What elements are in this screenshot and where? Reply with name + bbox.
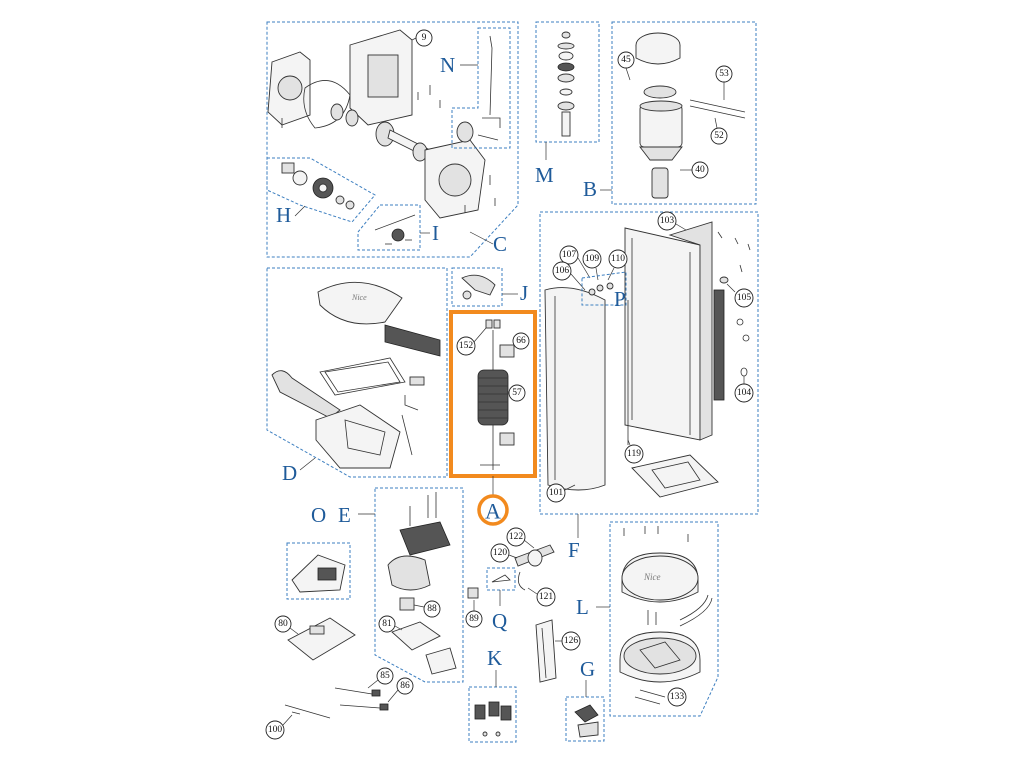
group-label-j: J <box>520 281 528 305</box>
svg-text:85: 85 <box>380 671 390 681</box>
svg-text:126: 126 <box>564 636 579 646</box>
group-a[interactable]: 152 66 57 A <box>449 310 537 526</box>
callout-88[interactable]: 88 <box>413 600 441 618</box>
svg-text:9: 9 <box>422 33 427 43</box>
svg-text:52: 52 <box>714 131 724 141</box>
group-b[interactable]: 45 53 52 40 B <box>583 21 757 205</box>
housing-logo: Nice <box>643 572 661 582</box>
callout-110[interactable]: 110 <box>607 249 628 281</box>
group-e[interactable]: 88 81 E <box>338 487 464 683</box>
callout-86[interactable]: 86 <box>387 677 414 703</box>
callout-40[interactable]: 40 <box>680 161 709 179</box>
group-label-c: C <box>493 232 507 256</box>
callout-133[interactable]: 133 <box>667 687 687 707</box>
callout-107[interactable]: 107 <box>559 245 591 279</box>
svg-text:104: 104 <box>737 388 752 398</box>
group-m[interactable]: M <box>535 21 600 187</box>
group-l[interactable]: Nice 133 L <box>576 521 719 717</box>
group-label-h: H <box>276 203 291 227</box>
callout-57[interactable]: 57 <box>508 384 526 402</box>
callout-101[interactable]: 101 <box>546 483 576 503</box>
group-label-i: I <box>432 221 439 245</box>
svg-text:107: 107 <box>562 250 577 260</box>
group-label-o: O <box>311 503 326 527</box>
group-f[interactable]: 103 107 109 110 106 105 <box>539 211 759 562</box>
svg-text:119: 119 <box>627 449 641 459</box>
svg-text:133: 133 <box>670 692 685 702</box>
svg-text:121: 121 <box>539 592 554 602</box>
svg-text:45: 45 <box>621 55 631 65</box>
group-o[interactable]: O <box>286 503 351 600</box>
group-label-a: A <box>485 499 501 524</box>
callout-120[interactable]: 120 <box>490 543 518 563</box>
group-label-n: N <box>440 53 455 77</box>
callout-104[interactable]: 104 <box>734 376 754 403</box>
svg-text:109: 109 <box>585 254 600 264</box>
callout-45[interactable]: 45 <box>617 51 635 81</box>
svg-text:86: 86 <box>400 681 410 691</box>
group-label-p: P <box>614 287 626 311</box>
highlight-circle-a <box>477 494 509 526</box>
svg-text:53: 53 <box>719 69 729 79</box>
callout-152[interactable]: 152 <box>456 327 487 356</box>
svg-text:101: 101 <box>549 488 564 498</box>
callout-105[interactable]: 105 <box>726 283 754 308</box>
svg-text:152: 152 <box>459 341 474 351</box>
group-d[interactable]: Nice D <box>266 267 448 485</box>
svg-text:103: 103 <box>660 216 675 226</box>
callout-122[interactable]: 122 <box>506 527 535 549</box>
group-label-k: K <box>487 646 502 670</box>
svg-text:100: 100 <box>268 725 283 735</box>
callout-121[interactable]: 121 <box>527 587 556 607</box>
callout-81[interactable]: 81 <box>378 615 403 633</box>
svg-text:106: 106 <box>555 266 570 276</box>
group-label-f: F <box>568 538 580 562</box>
svg-text:80: 80 <box>278 619 288 629</box>
svg-text:57: 57 <box>512 388 522 398</box>
callout-9[interactable]: 9 <box>411 29 433 47</box>
callout-85[interactable]: 85 <box>367 667 394 689</box>
group-label-d: D <box>282 461 297 485</box>
svg-text:81: 81 <box>382 619 392 629</box>
callout-106[interactable]: 106 <box>552 261 586 291</box>
svg-text:66: 66 <box>516 336 526 346</box>
callout-109[interactable]: 109 <box>582 249 602 281</box>
svg-text:110: 110 <box>611 254 625 264</box>
group-j[interactable]: J <box>451 267 528 307</box>
group-label-g: G <box>580 657 595 681</box>
group-k[interactable]: K <box>468 646 517 743</box>
svg-text:122: 122 <box>509 532 524 542</box>
callout-126[interactable]: 126 <box>555 631 581 651</box>
svg-text:89: 89 <box>469 614 479 624</box>
group-h[interactable]: H <box>266 157 376 227</box>
group-label-l: L <box>576 595 589 619</box>
callout-89[interactable]: 89 <box>465 600 483 628</box>
callout-119[interactable]: 119 <box>624 439 644 464</box>
loose-parts-left: 80 85 86 100 <box>265 615 414 740</box>
loose-parts-middle: 122 120 121 89 126 <box>465 527 581 683</box>
svg-text:105: 105 <box>737 293 752 303</box>
group-n[interactable]: N <box>440 27 511 149</box>
callout-52[interactable]: 52 <box>710 117 728 145</box>
cover-logo: Nice <box>351 293 367 302</box>
group-c[interactable]: 9 C <box>266 21 519 258</box>
callout-103[interactable]: 103 <box>657 211 687 231</box>
group-i[interactable]: I <box>357 204 439 251</box>
callout-66[interactable]: 66 <box>512 332 530 350</box>
group-q[interactable]: Q <box>486 567 516 633</box>
group-label-m: M <box>535 163 554 187</box>
group-g[interactable]: G <box>565 657 605 742</box>
callout-80[interactable]: 80 <box>274 615 299 635</box>
svg-text:120: 120 <box>493 548 508 558</box>
group-p[interactable]: P <box>581 271 627 311</box>
group-label-b: B <box>583 177 597 201</box>
callout-53[interactable]: 53 <box>715 65 733 100</box>
svg-text:40: 40 <box>695 165 705 175</box>
group-label-q: Q <box>492 609 507 633</box>
group-label-e: E <box>338 503 351 527</box>
svg-text:88: 88 <box>427 604 437 614</box>
callout-100[interactable]: 100 <box>265 714 293 740</box>
